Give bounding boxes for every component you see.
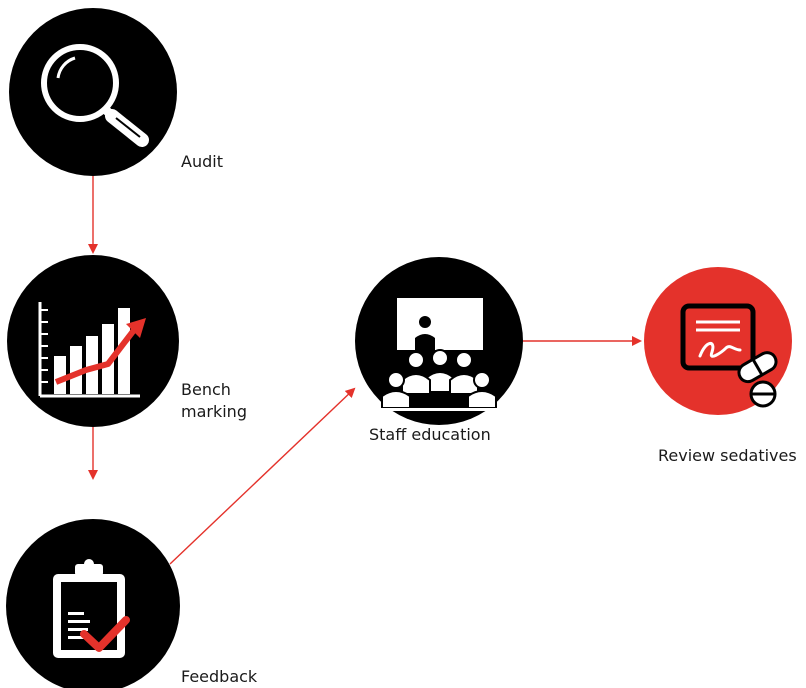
node-staff-education	[355, 257, 523, 425]
presentation-audience-icon	[378, 298, 500, 411]
node-audit-circle	[9, 8, 177, 176]
edges	[88, 176, 642, 565]
node-audit	[9, 8, 177, 176]
node-label-feedback: Feedback	[181, 667, 258, 686]
prescription-pills-icon	[680, 303, 778, 408]
node-label-audit: Audit	[181, 152, 223, 171]
node-label-staff-education: Staff education	[369, 425, 491, 444]
edge-feedback-to-staff-education	[169, 387, 356, 565]
magnifying-glass-icon	[41, 44, 149, 147]
node-benchmarking	[7, 255, 179, 427]
node-review-sedatives	[644, 267, 792, 415]
node-label-benchmarking: Bench marking	[181, 380, 247, 421]
clipboard-check-icon	[53, 559, 130, 658]
node-label-review-sedatives: Review sedatives	[658, 446, 797, 465]
node-feedback	[6, 519, 180, 688]
bar-chart-trend-icon	[38, 302, 146, 398]
